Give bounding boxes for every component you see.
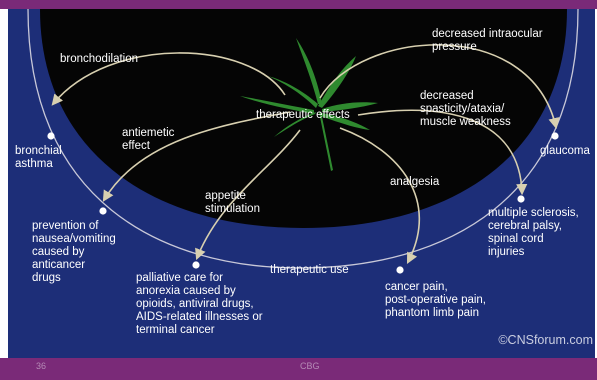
label-antiemetic: antiemetic effect	[122, 127, 175, 152]
bottom-frame-bar	[0, 358, 597, 380]
dot-glaucoma	[551, 132, 559, 140]
arrow-bronchodilation	[51, 52, 286, 106]
label-spasticity: decreased spasticity/ataxia/ muscle weak…	[420, 90, 511, 128]
dot-ms	[517, 195, 525, 203]
credit-text: ©CNSforum.com	[498, 333, 593, 347]
use-asthma: bronchial asthma	[15, 145, 62, 170]
dot-asthma	[47, 132, 55, 140]
use-nausea: prevention of nausea/vomiting caused by …	[32, 220, 116, 284]
use-glaucoma: glaucoma	[540, 145, 590, 157]
label-therapeutic-use: therapeutic use	[270, 264, 349, 276]
dot-nausea	[99, 207, 107, 215]
footer-mark: CBG	[300, 361, 320, 371]
center-label: therapeutic effects	[256, 109, 350, 121]
cannabis-leaf-icon	[240, 38, 378, 171]
top-frame-bar	[0, 0, 597, 9]
arrow-spasticity	[357, 109, 528, 196]
arrow-intraocular	[319, 44, 560, 130]
arrow-antiemetic	[102, 111, 291, 202]
arrow-appetite	[195, 129, 301, 261]
page-number: 36	[36, 361, 47, 371]
dot-pain	[396, 266, 404, 274]
label-intraocular: decreased intraocular pressure	[432, 28, 543, 53]
use-pain: cancer pain, post-operative pain, phanto…	[385, 281, 487, 319]
use-ms: multiple sclerosis, cerebral palsy, spin…	[488, 207, 579, 258]
arrow-analgesia	[339, 127, 421, 264]
label-bronchodilation: bronchodilation	[60, 53, 139, 65]
label-analgesia: analgesia	[390, 176, 440, 188]
dot-palliative	[192, 261, 200, 269]
use-palliative: palliative care for anorexia caused by o…	[136, 272, 263, 336]
label-appetite: appetite stimulation	[205, 190, 260, 215]
therapeutic-use-arc	[27, 8, 579, 269]
